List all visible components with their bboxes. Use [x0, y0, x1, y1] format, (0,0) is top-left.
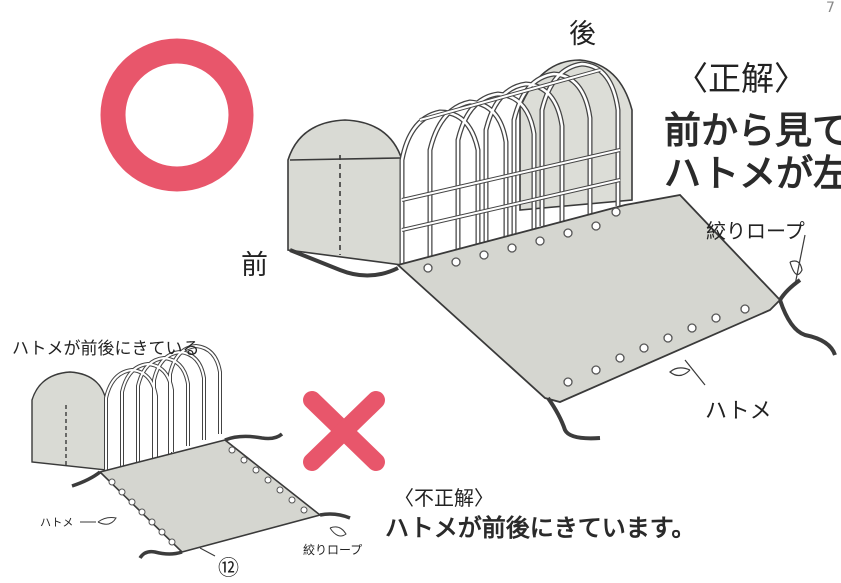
label-small-grommet: ハトメ — [40, 516, 74, 529]
wrong-text: ハトメが前後にきています。 — [385, 514, 696, 542]
label-rope: 絞りロープ — [706, 219, 805, 243]
label-front: 前 — [241, 250, 268, 281]
wrong-heading: 〈不正解〉 — [394, 486, 494, 510]
small-frame-illustration — [31, 343, 351, 560]
large-grommets — [423, 207, 750, 387]
correct-line-1: 前から見て — [664, 109, 841, 152]
large-ropes — [289, 248, 837, 441]
wrong-x-mark — [303, 391, 385, 471]
correct-circle-mark — [100, 38, 254, 192]
corner-mark: 7 — [826, 0, 835, 16]
label-small-note: ハトメが前後にきている — [12, 339, 200, 359]
label-small-rope: 絞りロープ — [303, 543, 363, 557]
label-grommet: ハトメ — [705, 399, 772, 424]
small-grommets — [108, 446, 308, 546]
correct-heading: 〈正解〉 — [675, 59, 807, 98]
small-sheet — [98, 439, 322, 553]
label-small-number: ⑫ — [218, 556, 239, 580]
correct-line-2: ハトメが左 — [664, 152, 841, 195]
front-cover — [287, 119, 403, 266]
large-frame-illustration — [287, 59, 837, 441]
label-back: 後 — [569, 19, 596, 50]
